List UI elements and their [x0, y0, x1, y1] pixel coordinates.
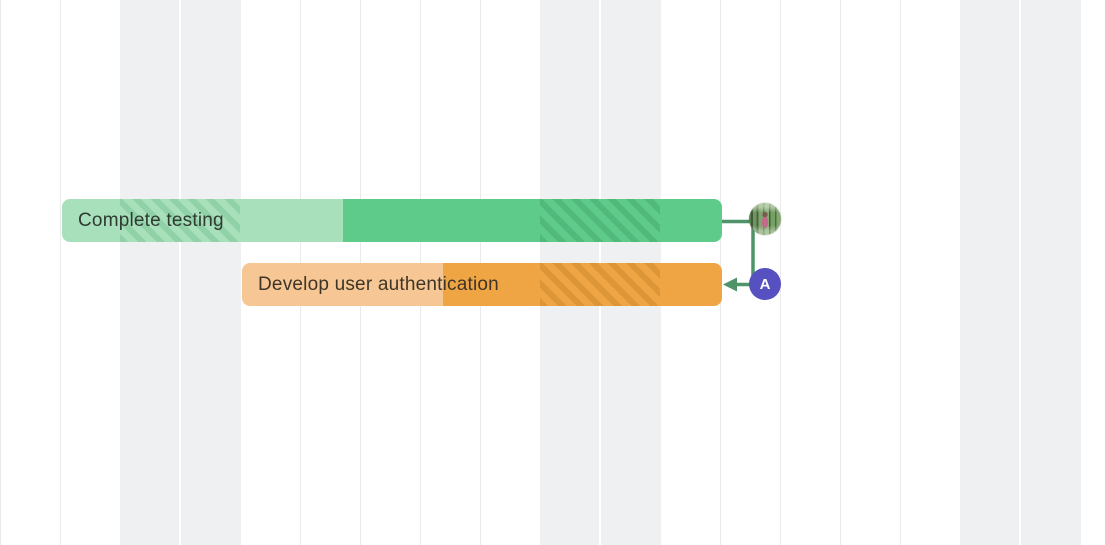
assignee-badge-initial: A — [759, 275, 771, 293]
weekend-hatch-overlay — [120, 199, 240, 242]
weekend-hatch-overlay — [540, 263, 660, 306]
weekend-band — [960, 0, 1081, 545]
bar-segment-light — [242, 263, 443, 306]
bar-segment-dark — [343, 199, 722, 242]
assignee-avatar-photo[interactable] — [749, 203, 781, 235]
task-label: Complete testing — [78, 209, 224, 231]
task-label: Develop user authentication — [258, 273, 499, 295]
task-bar-complete-testing[interactable]: Complete testing — [62, 199, 722, 242]
weekend-band — [120, 0, 241, 545]
assignee-badge[interactable]: A — [749, 268, 781, 300]
weekend-hatch-overlay — [540, 199, 660, 242]
task-bar-develop-user-authentication[interactable]: Develop user authentication — [242, 263, 722, 306]
